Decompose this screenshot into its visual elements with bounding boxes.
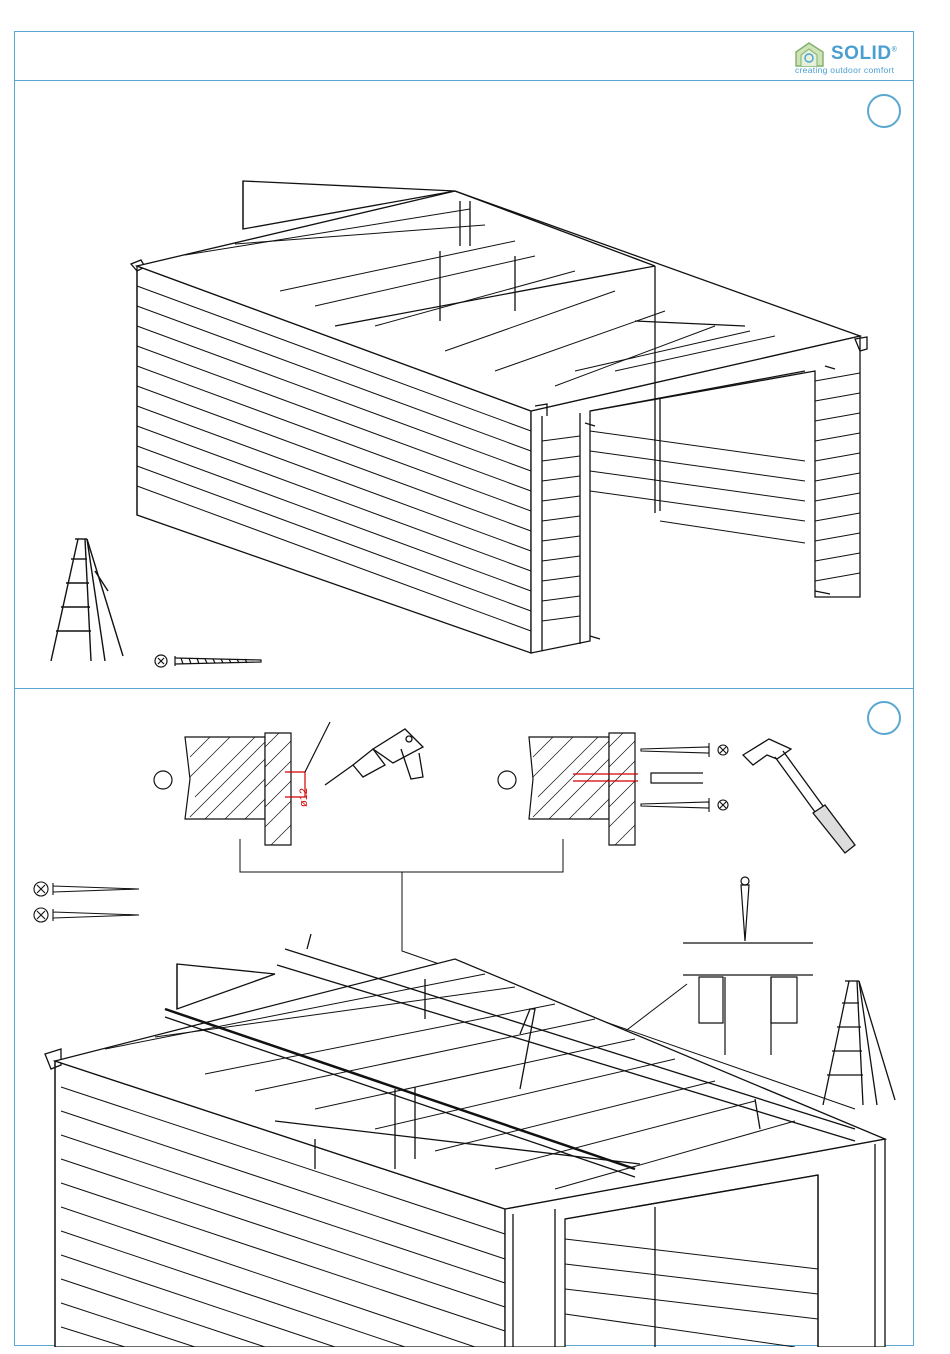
stepladder-icon <box>43 531 133 671</box>
brand-logo: SOLID® creating outdoor comfort <box>793 40 903 76</box>
garage-ridge-assembly-illustration <box>15 689 915 1347</box>
brand-name: SOLID® <box>831 43 897 65</box>
brand-tagline: creating outdoor comfort <box>795 65 894 75</box>
screw-icon <box>151 651 271 671</box>
step-two-panel: ø12 <box>14 688 914 1346</box>
step-one-panel <box>14 80 914 689</box>
header-bar: SOLID® creating outdoor comfort <box>14 31 914 81</box>
garage-roof-assembly-illustration <box>15 81 915 690</box>
